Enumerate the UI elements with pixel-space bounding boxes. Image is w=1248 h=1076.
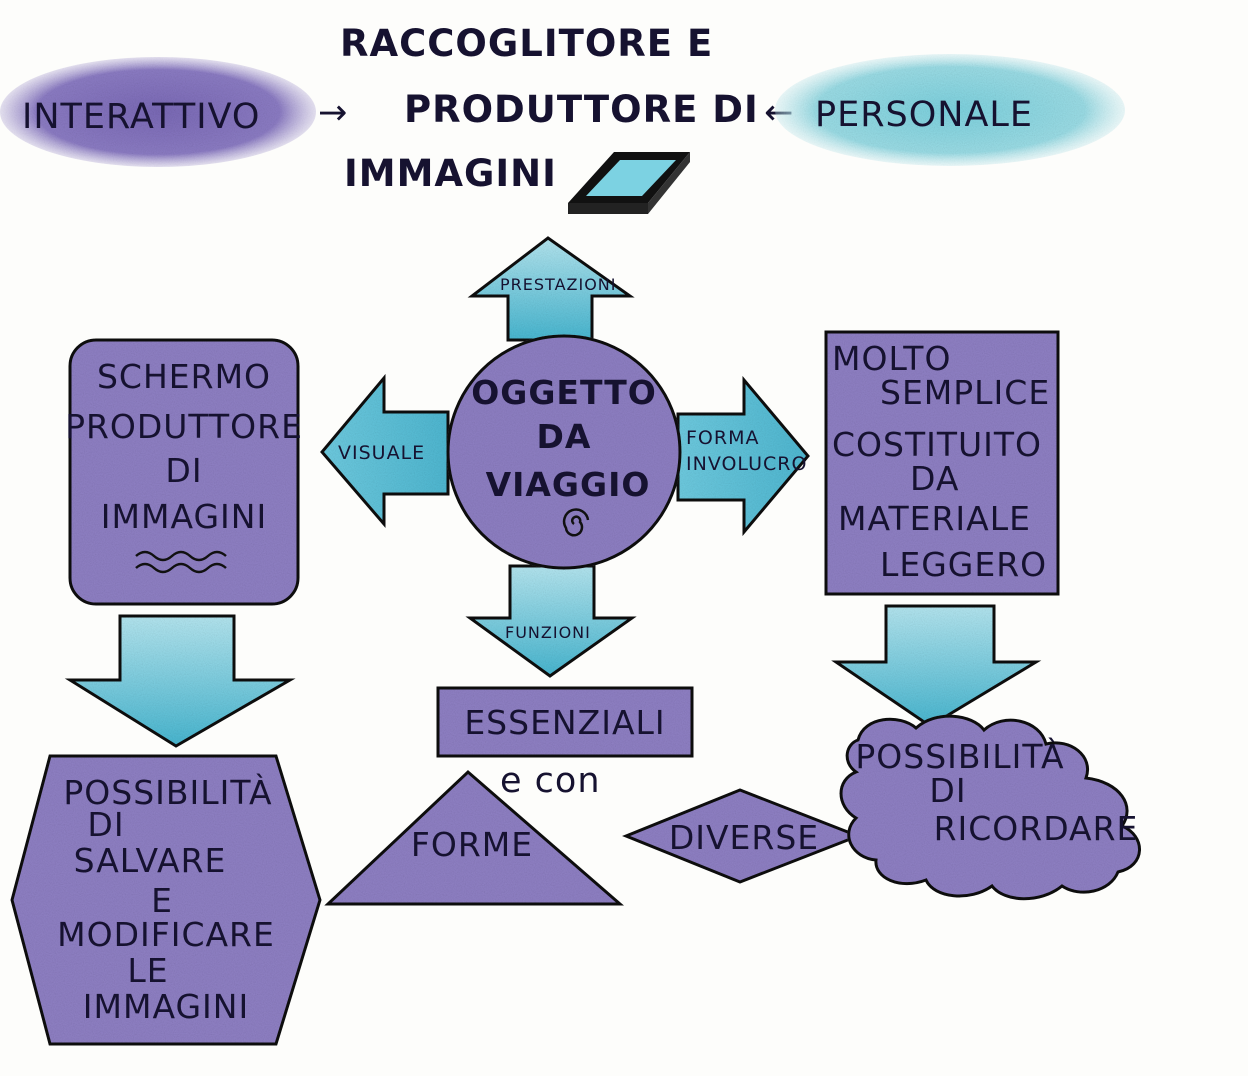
involucro-label: INVOLUCRO — [686, 453, 807, 475]
waves-icon — [135, 550, 227, 574]
right-box-line-3: COSTITUITO — [832, 425, 1042, 464]
hex-line-7: IMMAGINI — [83, 987, 249, 1026]
left-box: SCHERMO PRODUTTORE DI IMMAGINI — [65, 338, 303, 606]
forme-label: FORME — [411, 825, 533, 864]
forma-label: FORMA — [686, 427, 759, 449]
left-box-line-3: DI — [165, 451, 202, 490]
cloud-line-3: RICORDARE — [934, 809, 1139, 848]
essenziali-node: ESSENZIALI — [436, 686, 694, 758]
left-arrow — [320, 373, 450, 529]
hex-line-5: MODIFICARE — [57, 915, 275, 954]
left-box-line-4: IMMAGINI — [101, 497, 267, 536]
hub-arrows: PRESTAZIONI FUNZIONI VISUALE FORMA INVOL… — [320, 236, 810, 678]
screen-icon — [568, 152, 690, 214]
hex-line-1: POSSIBILITÀ — [63, 772, 272, 812]
left-down-arrow — [64, 614, 296, 748]
interattivo-label: INTERATTIVO — [22, 97, 260, 137]
center-node: OGGETTO DA VIAGGIO — [446, 334, 682, 570]
header-line-3: IMMAGINI — [344, 152, 557, 195]
interattivo-blob — [0, 57, 316, 167]
left-box-line-2: PRODUTTORE — [65, 407, 303, 446]
up-arrow — [467, 236, 635, 342]
cloud-line-1: POSSIBILITÀ — [855, 736, 1064, 776]
hex-line-4: E — [151, 881, 173, 920]
hex-line-3: SALVARE — [74, 841, 227, 880]
center-line-3: VIAGGIO — [486, 465, 651, 504]
center-line-2: DA — [537, 417, 592, 456]
hex-line-6: LE — [127, 951, 168, 990]
personale-label: PERSONALE — [815, 95, 1033, 135]
personale-blob — [775, 54, 1125, 166]
diverse-label: DIVERSE — [669, 818, 819, 857]
diverse-node: DIVERSE — [621, 788, 863, 884]
prestazioni-label: PRESTAZIONI — [500, 275, 616, 294]
right-box-line-4: DA — [910, 459, 959, 498]
visuale-label: VISUALE — [338, 442, 425, 464]
right-down-arrow — [831, 604, 1042, 728]
bottom-left-hexagon: POSSIBILITÀ DI SALVARE E MODIFICARE LE I… — [10, 754, 322, 1046]
center-line-1: OGGETTO — [471, 373, 657, 412]
spiral-icon — [562, 508, 590, 537]
right-box-line-6: LEGGERO — [880, 545, 1047, 584]
left-box-line-1: SCHERMO — [97, 357, 271, 396]
econ-label: e con — [500, 761, 601, 801]
cloud-line-2: DI — [929, 771, 966, 810]
left-arrow-glyph: → — [318, 93, 348, 133]
down-arrow — [465, 564, 637, 678]
bottom-right-cloud: POSSIBILITÀ DI RICORDARE — [839, 714, 1141, 901]
header: INTERATTIVO → RACCOGLITORE E PRODUTTORE … — [0, 22, 1125, 214]
center-circle — [446, 334, 682, 570]
essenziali-label: ESSENZIALI — [464, 703, 665, 742]
right-arrow — [676, 375, 810, 537]
right-box: MOLTO SEMPLICE COSTITUITO DA MATERIALE L… — [824, 330, 1060, 596]
right-box-line-2: SEMPLICE — [880, 373, 1050, 412]
header-line-1: RACCOGLITORE E — [340, 22, 713, 65]
funzioni-label: FUNZIONI — [505, 623, 591, 642]
right-box-line-1: MOLTO — [832, 339, 951, 378]
forme-node: FORME — [324, 769, 625, 906]
hex-line-2: DI — [87, 805, 124, 844]
right-box-line-5: MATERIALE — [838, 499, 1031, 538]
header-line-2: PRODUTTORE DI — [404, 88, 759, 131]
